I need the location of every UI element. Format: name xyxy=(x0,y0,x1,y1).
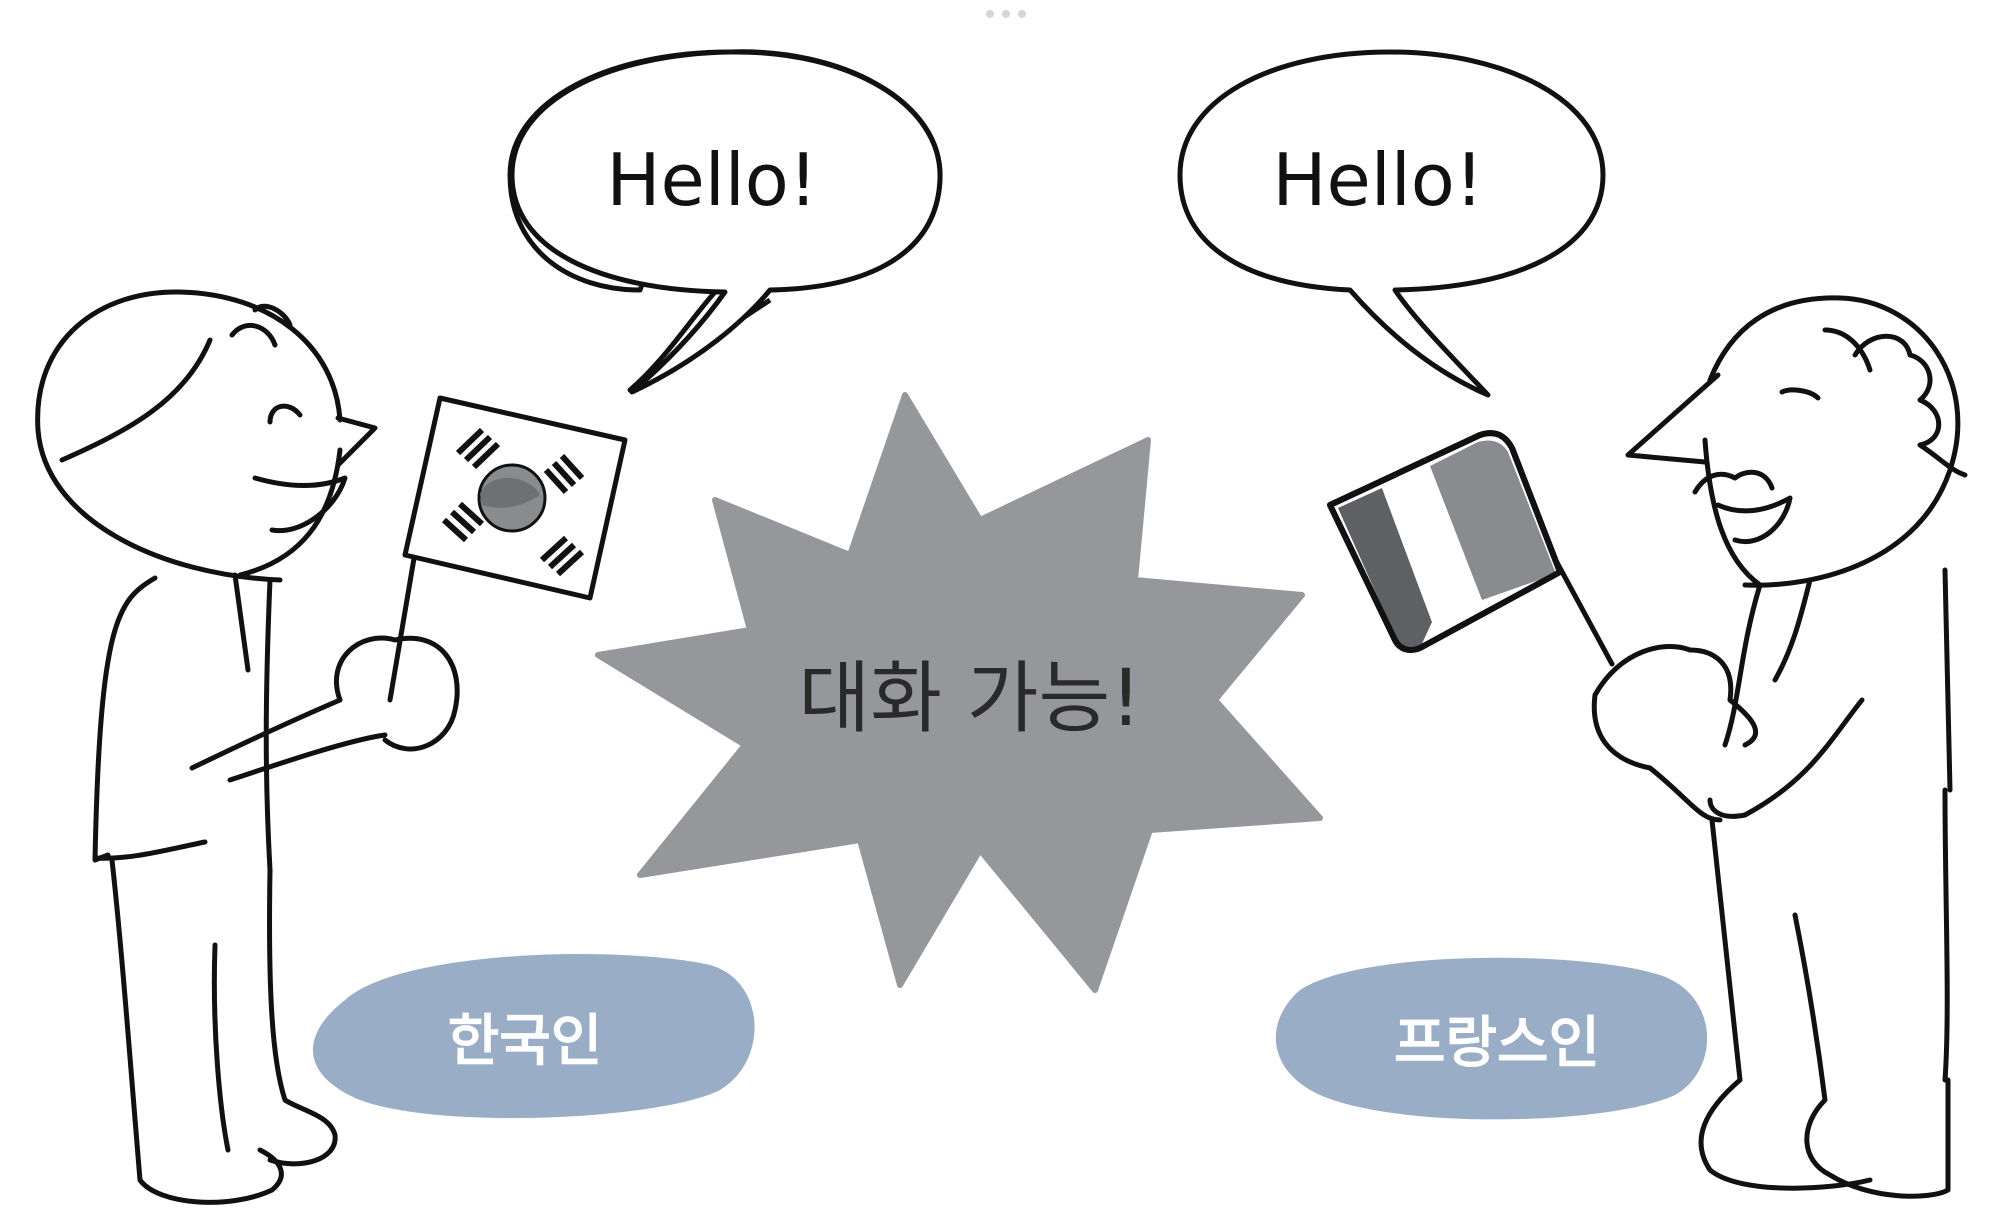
label-french-text: 프랑스인 xyxy=(1394,1011,1600,1076)
left-head xyxy=(35,289,343,583)
left-legs xyxy=(109,857,338,1205)
left-mouth xyxy=(252,475,348,534)
label-korean-text: 한국인 xyxy=(448,1009,603,1074)
speech-left-text: Hello! xyxy=(606,138,817,222)
right-legs xyxy=(1698,817,1951,1199)
french-character xyxy=(1492,295,1968,1199)
left-arm xyxy=(189,697,388,783)
right-mouth xyxy=(1715,495,1793,544)
left-hand xyxy=(333,635,460,752)
speech-bubble-right: Hello! xyxy=(1177,49,1606,398)
burst-shape xyxy=(595,392,1323,993)
left-eye xyxy=(267,403,303,425)
right-nose xyxy=(1625,372,1721,465)
left-nose xyxy=(335,415,378,468)
right-moustache xyxy=(1692,469,1775,495)
speech-bubble-left: Hello! xyxy=(507,49,943,395)
right-head xyxy=(1702,295,1961,588)
label-french: 프랑스인 xyxy=(1275,957,1708,1120)
burst-label: 대화 가능! xyxy=(798,654,1141,744)
right-arm xyxy=(1591,643,1759,823)
label-french-pill xyxy=(1275,957,1708,1120)
window-handle-dots[interactable] xyxy=(986,10,1026,18)
conversation-burst: 대화 가능! xyxy=(595,392,1323,993)
france-flag-icon xyxy=(1327,430,1563,653)
right-body xyxy=(1707,567,1953,1083)
label-korean-pill xyxy=(312,954,755,1119)
label-korean: 한국인 xyxy=(312,954,755,1119)
right-hair xyxy=(1852,333,1968,478)
left-hair xyxy=(59,337,213,463)
left-body xyxy=(92,572,273,873)
south-korea-flag-icon xyxy=(402,395,628,601)
speech-right-text: Hello! xyxy=(1272,138,1483,222)
